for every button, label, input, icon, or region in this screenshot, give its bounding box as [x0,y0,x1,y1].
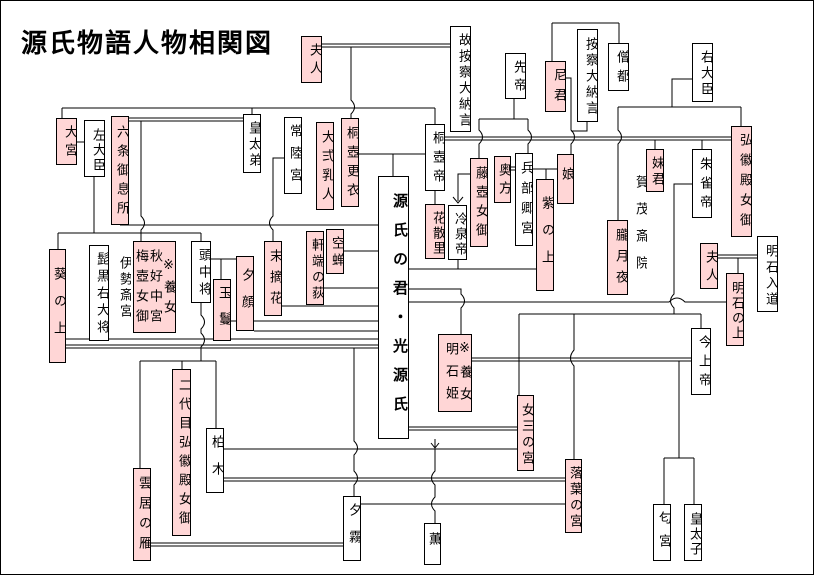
person-sozu: 僧都 [608,43,629,91]
person-murasaki-no-ue: 紫の上 [536,179,554,291]
person-omiya: 大宮 [56,118,77,165]
line-sentei-children [478,98,532,158]
person-suzaku-tei: 朱雀帝 [692,149,712,218]
person-aoi-no-ue: 葵の上 [49,249,66,363]
person-fujin-kiritsubo: 夫人 [301,36,322,83]
person-sadaijin: 左大臣 [84,120,105,177]
person-nidaime-kokiden: 二代目弘徽殿女御 [172,369,191,536]
person-ko-azechi-dainagon: 故按察大納言 [450,26,471,132]
line-yugiri-drop [353,348,358,496]
line-genji-kaoru-arrow [430,439,440,523]
person-kinjo-tei: 今上帝 [691,328,711,395]
person-kotaitei: 皇太弟 [243,114,261,173]
person-yugiri: 夕霧 [343,496,361,561]
person-tamakazura: 玉鬘 [213,279,231,341]
person-akikonomu-chugu: ※養女 秋好中宮 梅壺女御 [133,241,176,333]
person-kaoru: 薫 [424,523,441,565]
person-kamo-saiin: 賀茂斎院 [633,174,647,283]
person-to-no-chujo: 頭中将 [191,241,211,303]
person-ise-saigu: 伊勢斎宮 [117,255,131,320]
line-tonochujo-yugao-tamakazura [211,258,236,279]
line-kinjotei-children [663,361,695,504]
person-azechi-dainagon: 按察大納言 [577,29,598,122]
person-musume: 娘 [557,154,574,204]
person-onna-san-no-miya: 女三の宮 [517,395,534,471]
line-musume-parents [566,77,588,154]
diagram-title: 源氏物語人物相関図 [21,29,274,59]
line-hyobukyo-children [533,168,557,179]
person-utsusemi: 空蝉 [326,229,344,274]
person-hitachi-no-miya: 常陸宮 [284,117,302,194]
line-genji-akashihime [409,288,465,334]
line-kiritsubokoi-kiritsubotei [359,153,425,176]
person-oborozukiyo: 朧月夜 [607,220,628,295]
person-hanachirusato: 花散里 [425,204,445,259]
line-udaijin-children [617,78,742,220]
line-imperial-sibling-line [61,107,436,124]
person-kotaishi: 皇太子 [684,504,702,561]
line-sadaijin-children [57,177,202,249]
line-fujitsubo-reizei-arrow [452,173,470,204]
person-niou-no-miya: 匂宮 [653,504,671,561]
person-sentei: 先帝 [505,53,526,99]
person-ochiba-no-miya: 落葉の宮 [565,459,582,533]
line-tonochujo-children [139,303,217,468]
line-hitachinomiya-suetsumuhana [269,157,284,241]
line-drop-akikonomu [140,121,145,241]
person-nokiba-no-ogi: 軒端の荻 [306,231,324,305]
line-suzaku-descendants [518,183,702,459]
person-daini-menoto: 大弍乳人 [316,122,334,210]
person-imotogimi: 妹君 [646,149,664,192]
person-akashi-no-ue: 明石の上 [726,273,744,346]
person-rokujo-miyasudokoro: 六条御息所 [111,116,129,225]
person-kiritsubo-koi: 桐壺更衣 [341,118,359,207]
line-amagimi-sozu-sibling [551,22,620,61]
person-genji: 源氏の君・光源氏 [378,176,409,439]
line-genji-akashinoue [409,297,726,303]
person-okugata: 奥方 [494,156,511,203]
person-kumoi-no-kari: 雲居の雁 [133,468,151,561]
person-kiritsubo-tei: 桐壺帝 [425,124,445,191]
person-fujin-akashi: 夫人 [700,243,718,289]
person-amagimi: 尼君 [545,61,566,112]
person-suetsumuhana: 末摘花 [264,241,282,316]
person-yugao: 夕顔 [236,256,254,331]
line-drop-kiritsubo-koi [350,47,355,118]
person-akashi-nyudo: 明石入道 [757,236,778,312]
person-higekuro-udaisho: 髭黒右大将 [89,245,109,341]
person-udaijin: 右大臣 [692,43,713,102]
person-kashiwagi: 柏木 [206,428,224,493]
person-kokiden-nyogo: 弘徽殿女御 [731,126,752,237]
person-hyobukyo-no-miya: 兵部卿宮 [515,153,533,246]
person-fujitsubo-nyogo: 藤壺女御 [470,158,488,247]
person-reizei-tei: 冷泉帝 [448,205,467,260]
person-akashi-hime: ※養女 明石姫 [438,334,472,412]
